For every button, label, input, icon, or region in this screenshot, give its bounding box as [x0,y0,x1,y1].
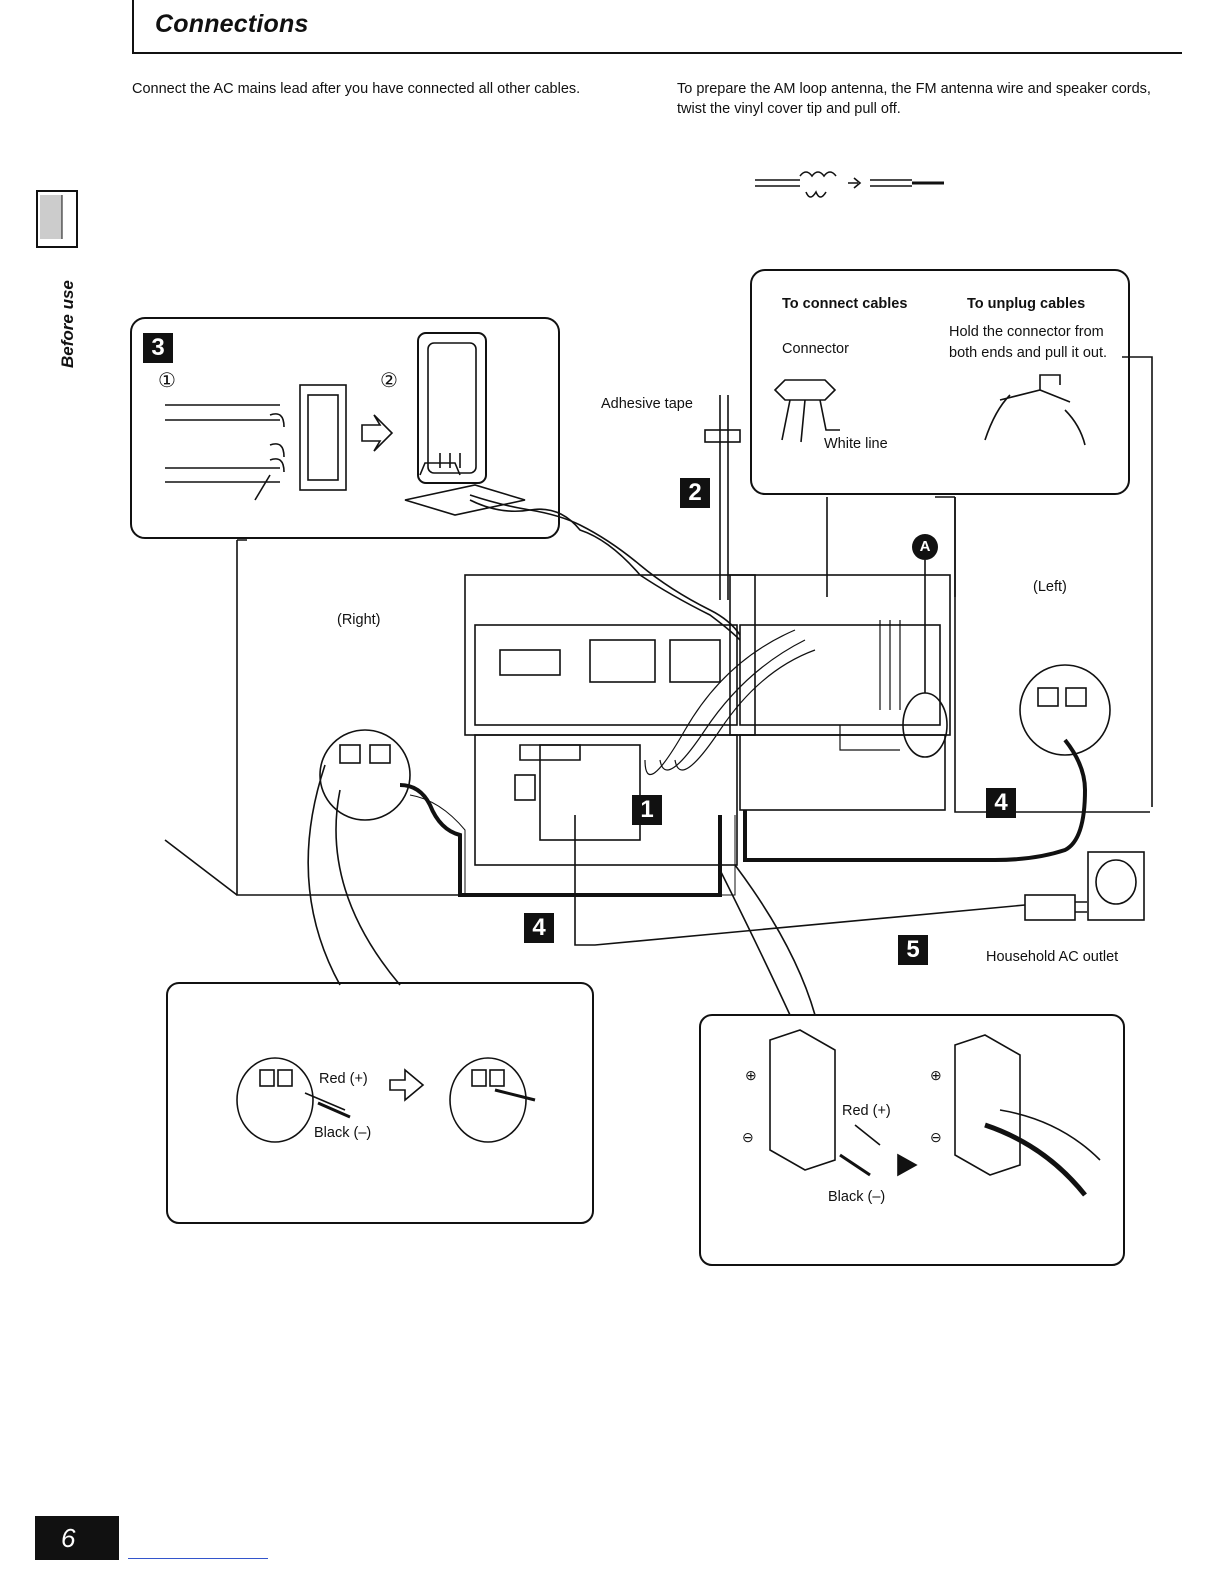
left-speaker-label: (Left) [1033,579,1067,595]
footer-rule [128,1558,268,1559]
title-rule-horizontal [132,52,1182,54]
household-ac-outlet-label: Household AC outlet [986,949,1119,965]
right-speaker-label: (Right) [337,612,381,628]
page-number: 6 [35,1516,119,1560]
svg-text:⊕: ⊕ [930,1067,942,1083]
step-4-badge-right: 4 [994,789,1008,816]
circled-two: ② [380,370,398,392]
unplug-text-line-2: both ends and pull it out. [949,345,1108,361]
step-2-badge: 2 [688,479,702,506]
unplug-text-line-1: Hold the connector from [949,324,1104,340]
red-plus-label-left: Red (+) [319,1071,368,1087]
title-rule-vertical [132,0,134,54]
side-tab-graphic [36,190,78,248]
svg-text:⊖: ⊖ [930,1129,942,1145]
intro-left-paragraph: Connect the AC mains lead after you have… [132,81,581,97]
white-line-label: White line [824,436,888,452]
step-3-badge: 3 [151,334,165,361]
step-4-badge-left: 4 [532,914,546,941]
svg-text:⊕: ⊕ [745,1067,757,1083]
to-connect-cables-heading: To connect cables [782,296,908,312]
black-minus-label-right: Black (–) [828,1189,886,1205]
svg-text:⊖: ⊖ [742,1129,754,1145]
side-tab-icon [36,190,78,248]
black-minus-label-left: Black (–) [314,1125,372,1141]
intro-right-paragraph: To prepare the AM loop antenna, the FM a… [677,81,1151,117]
circled-one: ① [158,370,176,392]
step-badges [143,333,1016,965]
adhesive-tape-label: Adhesive tape [601,396,693,412]
connector-label: Connector [782,341,849,357]
red-plus-label-right: Red (+) [842,1103,891,1119]
step-1-badge: 1 [640,796,654,823]
to-unplug-cables-heading: To unplug cables [967,296,1086,312]
point-a-badge: A [919,538,931,555]
page-title: Connections [155,10,309,38]
step-5-badge: 5 [906,936,920,963]
